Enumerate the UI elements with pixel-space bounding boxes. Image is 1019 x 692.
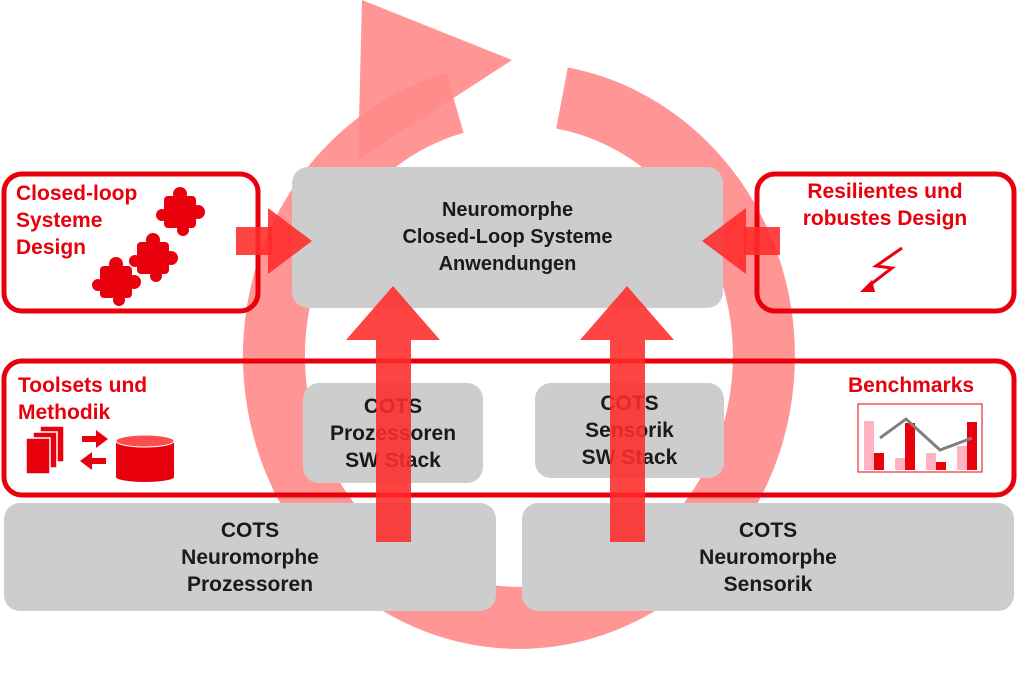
line: Toolsets und <box>18 374 148 397</box>
cycle-arrowhead <box>358 0 512 160</box>
line: Prozessoren <box>186 572 314 596</box>
line: Benchmarks <box>848 374 975 397</box>
arrow-up-sensors <box>580 286 674 542</box>
line: Neuromorphe <box>699 545 837 569</box>
arrow-left-into-center <box>702 208 780 274</box>
arrow-up-processors <box>346 286 440 542</box>
benchmark-chart-icon <box>857 403 983 473</box>
left-design-label: Closed-loop Systeme Design <box>16 180 137 261</box>
puzzle-icon <box>92 187 205 306</box>
arrow-right-into-center <box>236 208 312 274</box>
line: Anwendungen <box>438 253 577 275</box>
line: Sensorik <box>723 572 813 596</box>
line: Design <box>16 236 87 259</box>
line: Neuromorphe <box>441 199 574 221</box>
line: Resilientes und <box>807 180 963 203</box>
lightning-icon <box>860 246 903 292</box>
center-application-box: Neuromorphe Closed-Loop Systeme Anwendun… <box>292 167 723 308</box>
line: COTS <box>738 518 798 542</box>
cots-neuromorphic-processors-box: COTS Neuromorphe Prozessoren <box>4 503 496 611</box>
benchmarks-label: Benchmarks <box>848 372 974 399</box>
line: COTS <box>220 518 280 542</box>
line: robustes Design <box>802 207 968 230</box>
cots-neuromorphic-sensors-box: COTS Neuromorphe Sensorik <box>522 503 1014 611</box>
line: Neuromorphe <box>181 545 319 569</box>
line: Systeme <box>16 209 103 232</box>
documents-icon <box>25 425 65 475</box>
line: Methodik <box>18 401 111 424</box>
line: Closed-loop <box>16 182 138 205</box>
line: Closed-Loop Systeme <box>402 226 613 248</box>
right-design-label: Resilientes und robustes Design <box>770 178 1000 232</box>
exchange-arrows-icon <box>80 430 108 470</box>
toolsets-benchmarks-frame <box>1 358 1017 498</box>
database-icon <box>115 434 175 482</box>
toolsets-label: Toolsets und Methodik <box>18 372 147 426</box>
